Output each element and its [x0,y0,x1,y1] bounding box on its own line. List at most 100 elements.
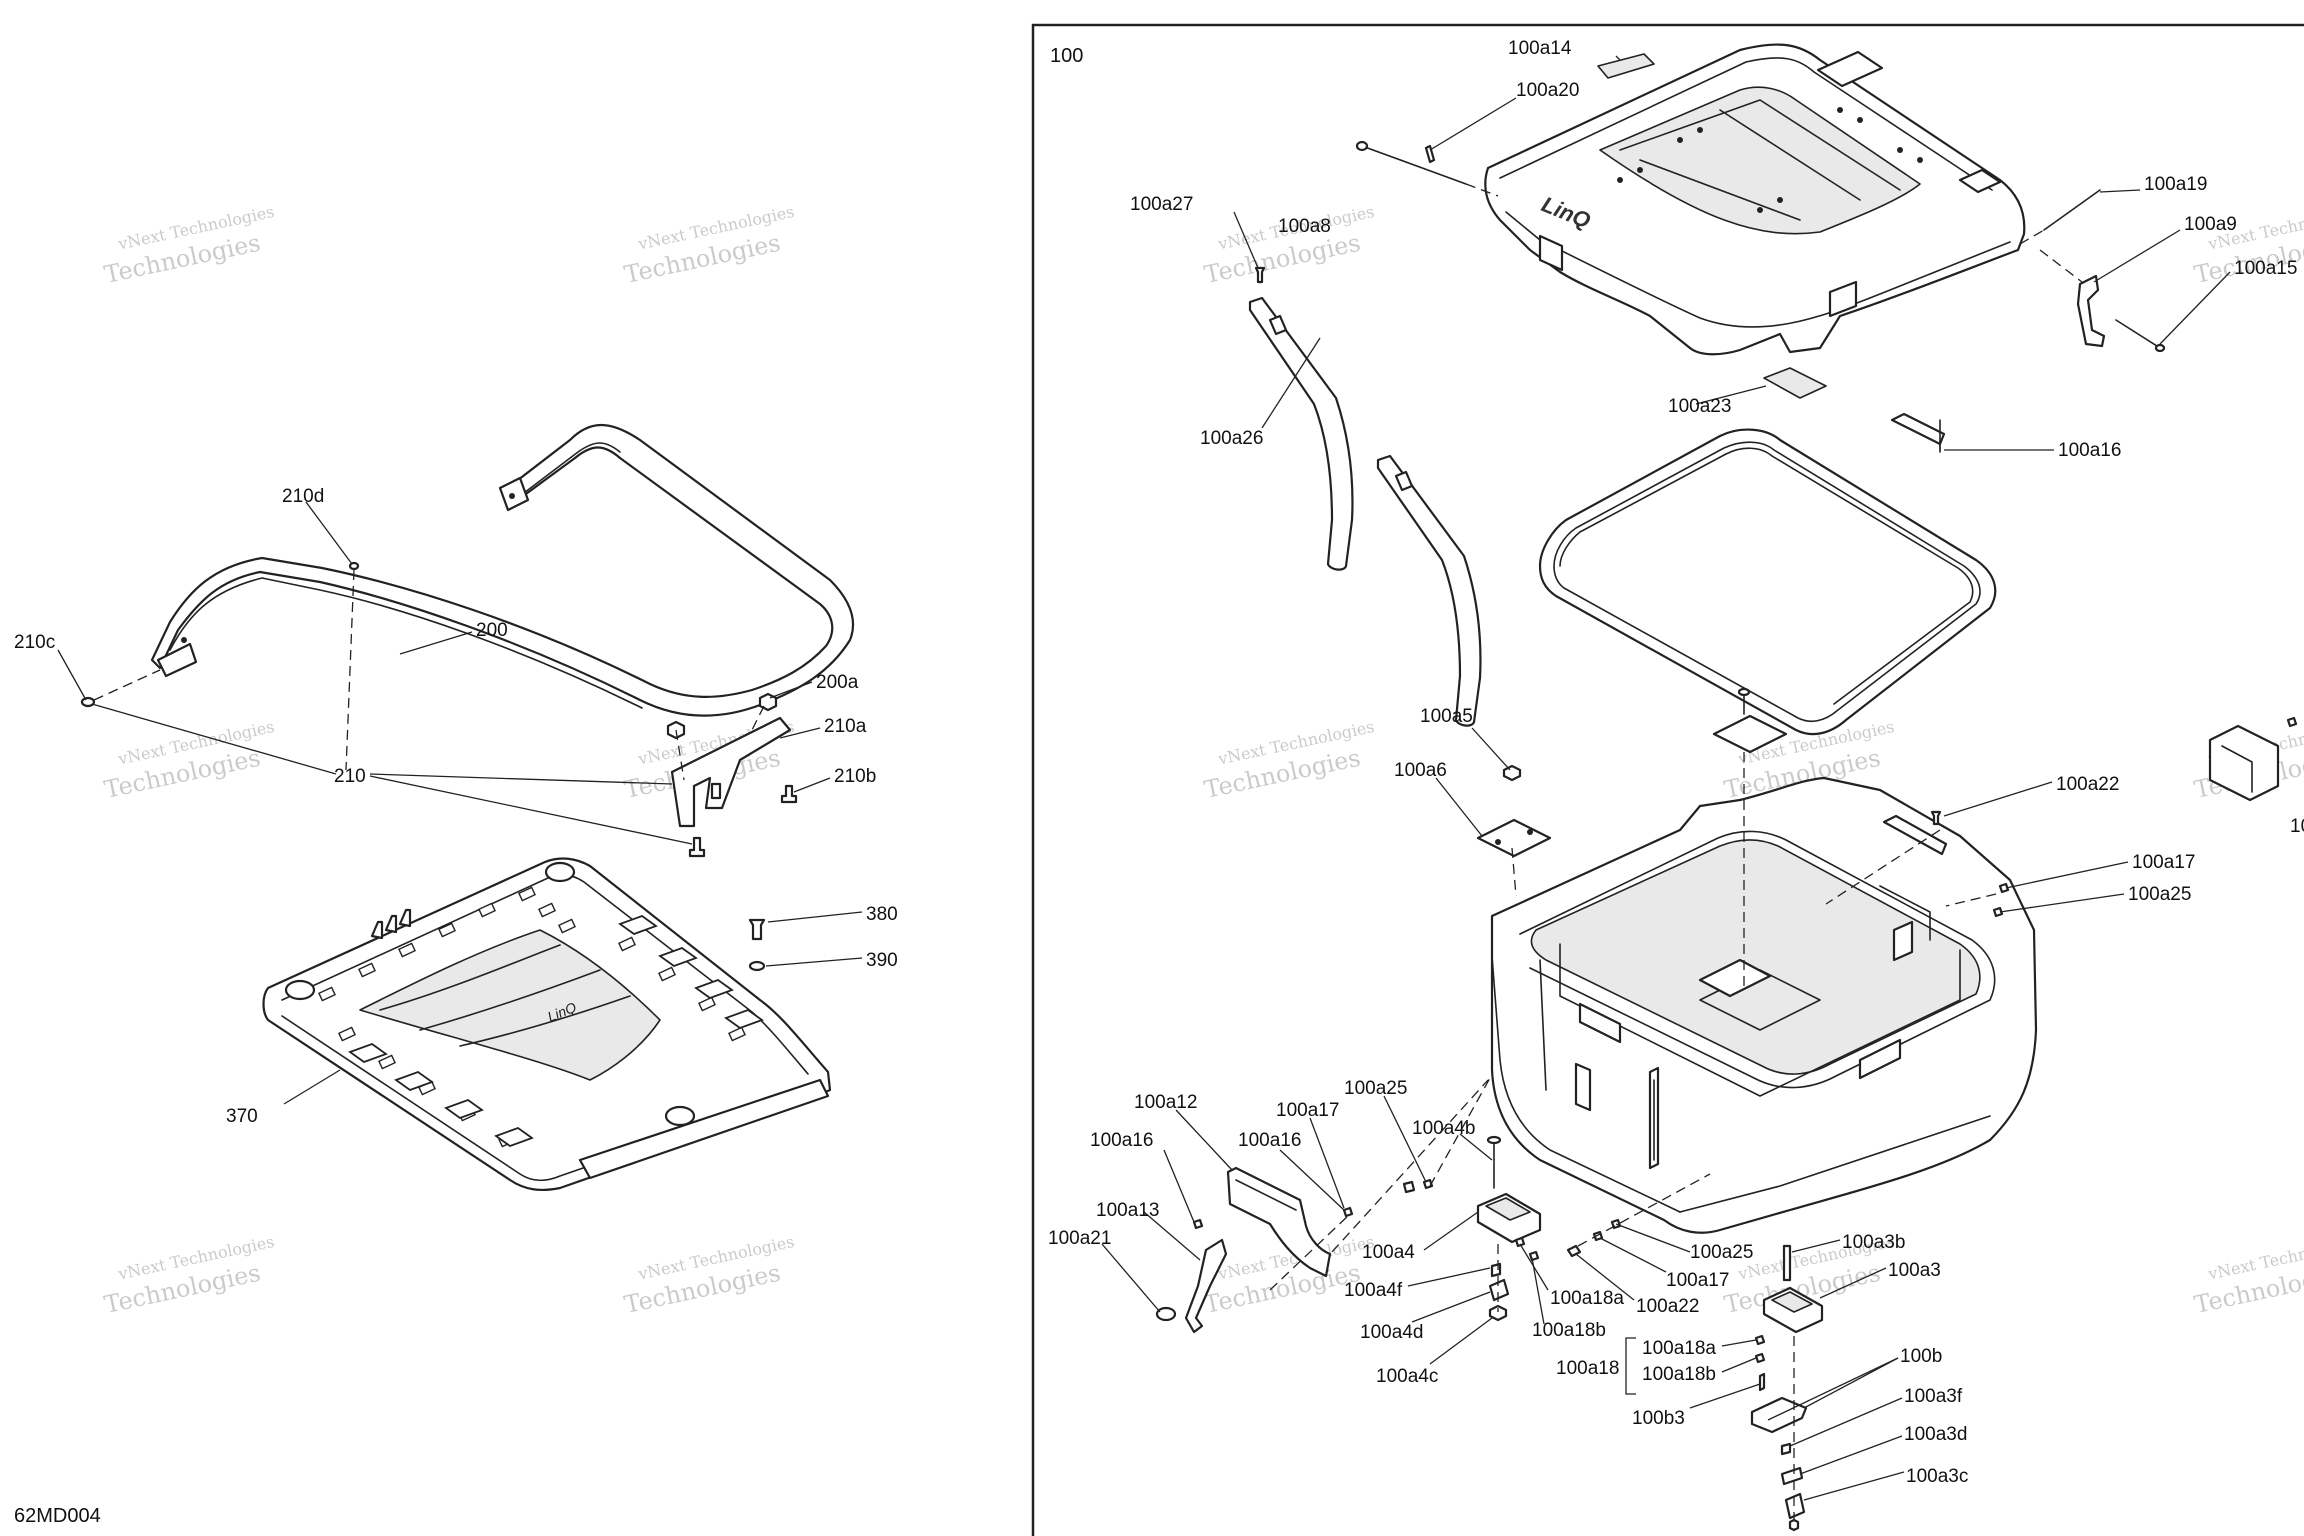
screw-100a16a [1192,1218,1204,1230]
detail-box-100: 100 [1031,23,2304,1536]
rail-hole [509,493,515,499]
pin-head [2154,343,2166,353]
nut-100a4c [1488,1304,1508,1322]
washer-100a22b [1566,1244,1582,1258]
box-handle [1578,1002,1622,1044]
callout-100a6: 100a6 [1394,760,1447,781]
assembly-axis [1511,847,1517,897]
strap-buckle [1268,314,1288,336]
callout-100a20: 100a20 [1516,80,1579,101]
callout-100a16a: 100a16 [1090,1130,1153,1151]
seal-inner [1553,441,1981,723]
seal-gasket [1538,428,1997,736]
watermark-15: vNext Technologies Technologies [2192,1232,2304,1319]
callout-100a22b: 100a22 [1636,1296,1699,1317]
left-callouts: 210d 210c 200 200a 210a 210b 210 380 390… [14,486,898,1127]
box-handle [1858,1038,1902,1080]
rack-center-line [379,944,561,1011]
box-floor-plate [1698,958,1772,998]
bolt-100a4b-head [1486,1135,1502,1145]
plate-center [1712,714,1788,754]
rack-370: LinQ [262,857,832,1191]
callout-100a16-top: 100a16 [2058,440,2121,461]
watermark-2: vNext Technologies Technologies [622,202,796,289]
screw-210d [348,561,360,571]
strap-buckle [1394,470,1414,492]
callout-100a25: 100a25 [1344,1078,1407,1099]
box-lower-left-hardware [1155,1077,1491,1334]
pad-100a14 [1597,53,1655,79]
bracket-210a [666,692,798,858]
callout-100a4d: 100a4d [1360,1322,1423,1343]
assembly-axis [675,729,685,781]
watermarks: vNext Technologies Technologies vNext Te… [102,202,2304,1319]
callout-100a13: 100a13 [1096,1200,1159,1221]
rail-hole [181,637,187,643]
assembly-axis [1825,829,1941,905]
washer-100a18b2 [1754,1352,1766,1364]
screw-210c [80,696,96,708]
box-opening [1530,839,1981,1075]
screw-100a22 [1930,810,1942,826]
assembly-axis [1945,893,1997,907]
callout-370: 370 [226,1106,258,1127]
lid-small-parts [1355,53,2166,453]
strap-right [1376,454,1482,727]
screw-210b [780,784,798,804]
rod-end [1355,140,1369,152]
callout-100a26: 100a26 [1200,428,1263,449]
straps-100a26 [1248,266,1482,727]
callout-100a17-top: 100a17 [2132,852,2195,873]
lid-rib [1639,159,1801,221]
plate-100a6 [1476,818,1552,858]
rack-center-panel [359,929,661,1081]
lid-latch-pocket [1828,280,1858,318]
box-inner-wall [1559,943,1961,1097]
pin-100a19 [2043,189,2101,231]
callout-100a23: 100a23 [1668,396,1731,417]
screw-210 [688,836,706,858]
assembly-axis [1429,1077,1491,1187]
watermark-1: vNext Technologies Technologies [102,202,276,289]
bracket-slot [710,782,722,800]
seal-inner [1559,447,1974,705]
rail-tube [150,423,855,717]
callout-100a9: 100a9 [2184,214,2237,235]
box-side-line [1539,959,1547,1091]
body-100a3c [1784,1492,1806,1520]
watermark-8: vNext Technologies Technologies [1202,717,1376,804]
latch-100a4-top [1485,1197,1531,1221]
rack-clip [370,920,384,940]
center-bolt-head [1737,687,1751,697]
lid-rim [1499,57,1993,191]
rack-pads [348,914,764,1148]
callout-100b: 100b [1900,1346,1942,1367]
bracket-edge-partial-line [2221,745,2253,793]
rack-clip [398,908,412,928]
screw-edge [2286,716,2298,728]
plate-bolt [1527,829,1533,835]
bracket-edge-partial [2208,724,2280,802]
callout-100a25-top: 100a25 [2128,884,2191,905]
bracket-100a16 [1890,412,1946,446]
assembly-axis [1577,1173,1711,1247]
callout-210d: 210d [282,486,324,507]
lid-corner-tab [1816,50,1884,88]
callout-200a: 200a [816,672,859,693]
rail-end-tab [156,642,198,678]
callout-100a8: 100a8 [1278,216,1331,237]
hinge-100a9 [2076,274,2106,348]
screw-100a27 [1254,266,1266,284]
bracket-plate [670,716,792,828]
lid-rib [1719,109,1861,201]
rack-rim [281,1015,821,1182]
callout-100a16b: 100a16 [1238,1130,1301,1151]
watermark-11: vNext Technologies Technologies [102,1232,276,1319]
callout-100b3: 100b3 [1632,1408,1685,1429]
washer-100a18a2 [1754,1334,1766,1346]
box-rim [1519,830,1996,1089]
figure-code: 62MD004 [14,1505,101,1527]
lid-holes [1617,107,1923,213]
callout-100a17b: 100a17 [1666,1270,1729,1291]
callout-100a27: 100a27 [1130,194,1193,215]
